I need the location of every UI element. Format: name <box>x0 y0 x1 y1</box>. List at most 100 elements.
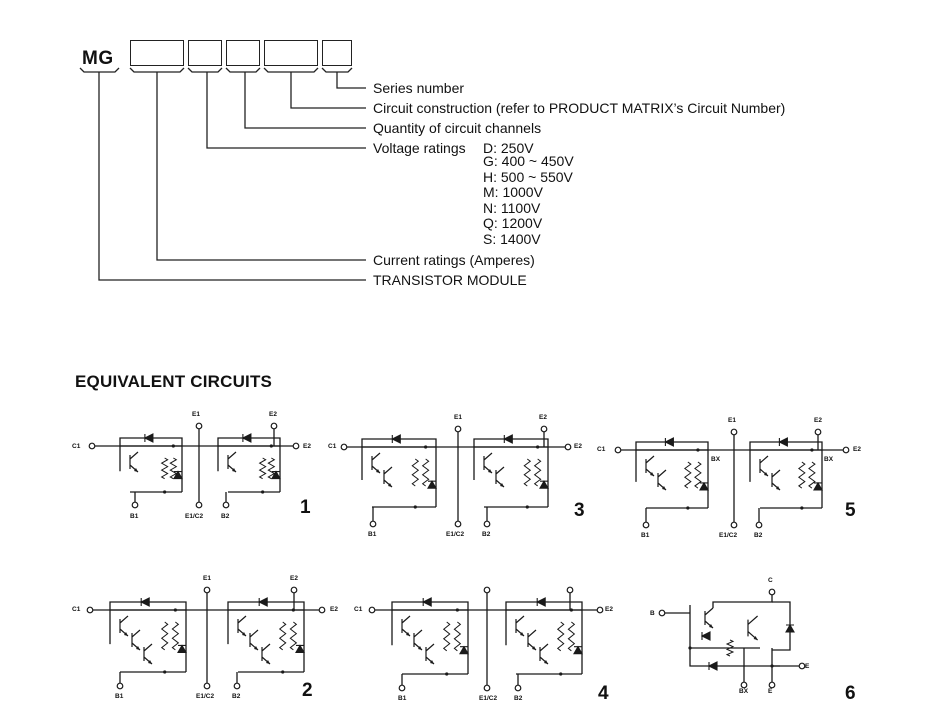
terminal <box>730 521 738 529</box>
wire <box>119 446 183 492</box>
transistor-arrow <box>406 632 410 636</box>
c4-pin-b1: B1 <box>398 695 407 702</box>
resistor-symbol <box>797 461 806 489</box>
wire <box>689 605 780 667</box>
transistor-arrow <box>520 632 524 636</box>
c4-pin-c1: C1 <box>354 606 363 613</box>
transistor-arrow <box>388 483 392 487</box>
terminal <box>290 586 298 594</box>
c2-pin-c1: C1 <box>72 606 81 613</box>
transistor-arrow <box>662 486 666 490</box>
circuit-5-number: 5 <box>845 500 856 521</box>
transistor-symbol <box>261 643 271 665</box>
transistor-symbol <box>131 629 141 651</box>
terminal <box>768 588 776 596</box>
junction <box>455 608 459 612</box>
junction <box>269 444 273 448</box>
terminal <box>368 606 376 614</box>
terminal <box>483 586 491 594</box>
terminal <box>222 501 230 509</box>
resistor-symbol <box>160 457 169 480</box>
wire <box>749 441 823 450</box>
wire <box>109 610 187 672</box>
terminal <box>398 684 406 692</box>
c1-pin-c1: C1 <box>72 443 81 450</box>
voltage-rating-n: N: 1100V <box>483 199 541 216</box>
transistor-arrow <box>242 632 246 636</box>
resistor-symbol <box>267 457 276 480</box>
resistor-symbol <box>421 458 430 487</box>
terminal <box>195 501 203 509</box>
terminal <box>642 521 650 529</box>
c1-pin-e1: E1 <box>192 411 200 418</box>
c6-pin-b: B <box>650 610 655 617</box>
voltage-ratings-list: G: 400 ~ 450V H: 500 ~ 550V M: 1000V N: … <box>483 153 574 248</box>
c5-pin-bx-right: BX <box>824 456 834 463</box>
circuit-4-schematic <box>368 586 604 692</box>
transistor-arrow <box>232 468 236 472</box>
wire <box>505 610 583 674</box>
c1-pin-e2-right: E2 <box>303 443 311 450</box>
wire <box>771 648 800 667</box>
transistor-symbol <box>483 452 493 474</box>
terminal <box>798 662 806 670</box>
transistor-symbol <box>527 629 537 651</box>
transistor-symbol <box>495 466 505 488</box>
c1-pin-b2: B2 <box>221 513 230 520</box>
c2-pin-e2-right: E2 <box>330 606 338 613</box>
junction <box>173 608 177 612</box>
resistor-symbol <box>289 621 298 651</box>
terminal <box>814 428 822 436</box>
c3-pin-e2-top: E2 <box>539 414 547 421</box>
c2-pin-b1: B1 <box>115 693 124 700</box>
transistor-symbol <box>371 452 381 474</box>
transistor-symbol <box>227 451 237 473</box>
resistor-symbol <box>725 639 735 657</box>
c4-pin-e1c2: E1/C2 <box>479 695 498 702</box>
terminal <box>88 442 96 450</box>
c3-pin-e2-right: E2 <box>574 443 582 450</box>
voltage-rating-d: D: 250V <box>483 140 534 156</box>
c2-pin-e1c2: E1/C2 <box>196 693 215 700</box>
transistor-arrow <box>753 636 758 640</box>
code-box-current <box>130 40 184 66</box>
junction <box>559 672 563 676</box>
transistor-symbol <box>143 643 153 665</box>
terminal <box>454 425 462 433</box>
diode-symbol <box>427 480 437 489</box>
terminal <box>658 609 666 617</box>
diode-symbol <box>173 470 183 480</box>
desc-circuit-construction: Circuit construction (refer to PRODUCT M… <box>373 100 786 116</box>
transistor-arrow <box>430 660 434 664</box>
transistor-symbol <box>425 643 435 665</box>
code-box-quantity <box>226 40 260 66</box>
junction <box>163 670 167 674</box>
c5-pin-e2-top: E2 <box>814 417 822 424</box>
circuit-1-number: 1 <box>300 497 311 518</box>
transistor-symbol <box>401 615 411 637</box>
diode-symbol <box>813 481 823 491</box>
resistor-symbol <box>278 621 287 651</box>
transistor-symbol <box>645 455 655 477</box>
transistor-symbol <box>237 615 247 637</box>
terminal <box>340 443 348 451</box>
transistor-arrow <box>124 632 128 636</box>
resistor-symbol <box>171 621 180 651</box>
transistor-arrow <box>376 469 380 473</box>
transistor-arrow <box>500 483 504 487</box>
diode-symbol <box>785 623 795 633</box>
c2-pin-e2-top: E2 <box>290 575 298 582</box>
diode-symbol <box>295 644 305 653</box>
c5-pin-bx-left: BX <box>711 456 721 463</box>
desc-transistor-module: TRANSISTOR MODULE <box>373 272 527 288</box>
terminal <box>233 682 241 690</box>
junction <box>413 505 417 509</box>
wire <box>109 601 187 610</box>
voltage-rating-m: M: 1000V <box>483 184 543 201</box>
wire <box>635 450 709 508</box>
wire <box>635 441 709 450</box>
c1-pin-e2-top: E2 <box>269 411 277 418</box>
junction <box>686 506 690 510</box>
